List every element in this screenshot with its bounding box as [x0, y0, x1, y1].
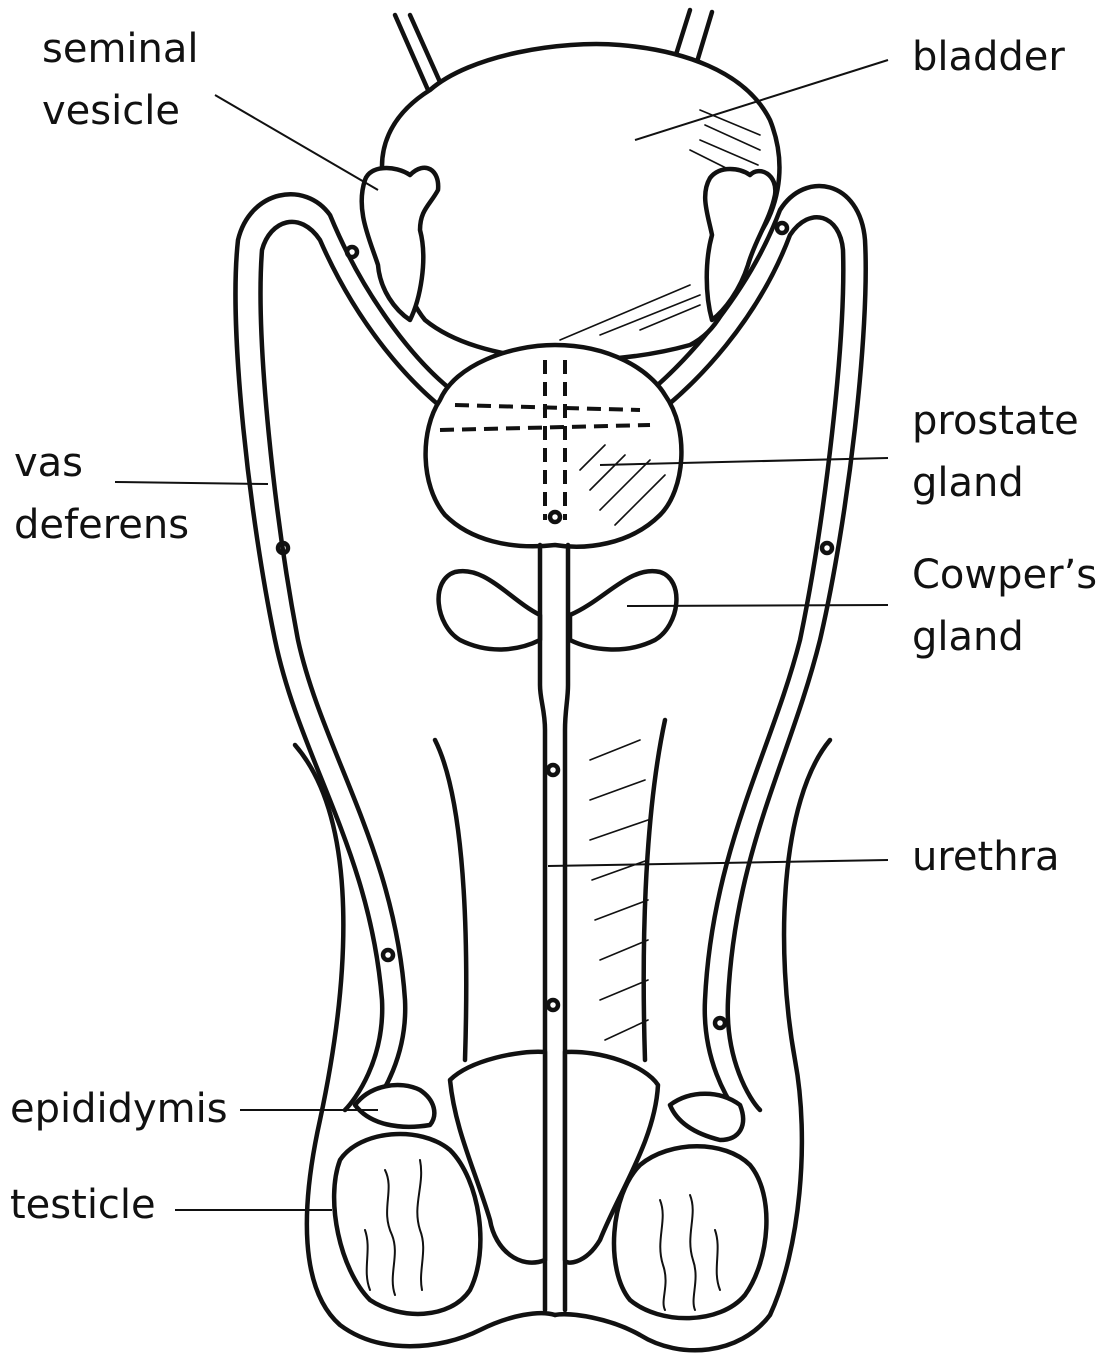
testicle-right [614, 1146, 766, 1318]
label-testicle: testicle [10, 1174, 156, 1236]
cowpers-gland-left [439, 571, 540, 649]
leader-seminal-vesicle [215, 95, 378, 190]
label-urethra: urethra [912, 826, 1060, 888]
label-bladder: bladder [912, 26, 1065, 88]
label-vas-deferens: vas deferens [14, 432, 189, 556]
testicle-left [334, 1134, 480, 1314]
label-seminal-vesicle: seminal vesicle [42, 18, 199, 142]
epididymis-right [670, 1094, 743, 1140]
cowpers-gland-right [570, 571, 676, 649]
leader-urethra [548, 860, 888, 866]
vas-deferens-left [236, 194, 470, 1115]
epididymis-left [355, 1085, 434, 1127]
label-epididymis: epididymis [10, 1078, 228, 1140]
leader-cowpers [627, 605, 888, 606]
label-prostate-gland: prostate gland [912, 390, 1079, 514]
label-cowpers-gland: Cowper’s gland [912, 544, 1097, 668]
prostate-gland [426, 345, 682, 547]
